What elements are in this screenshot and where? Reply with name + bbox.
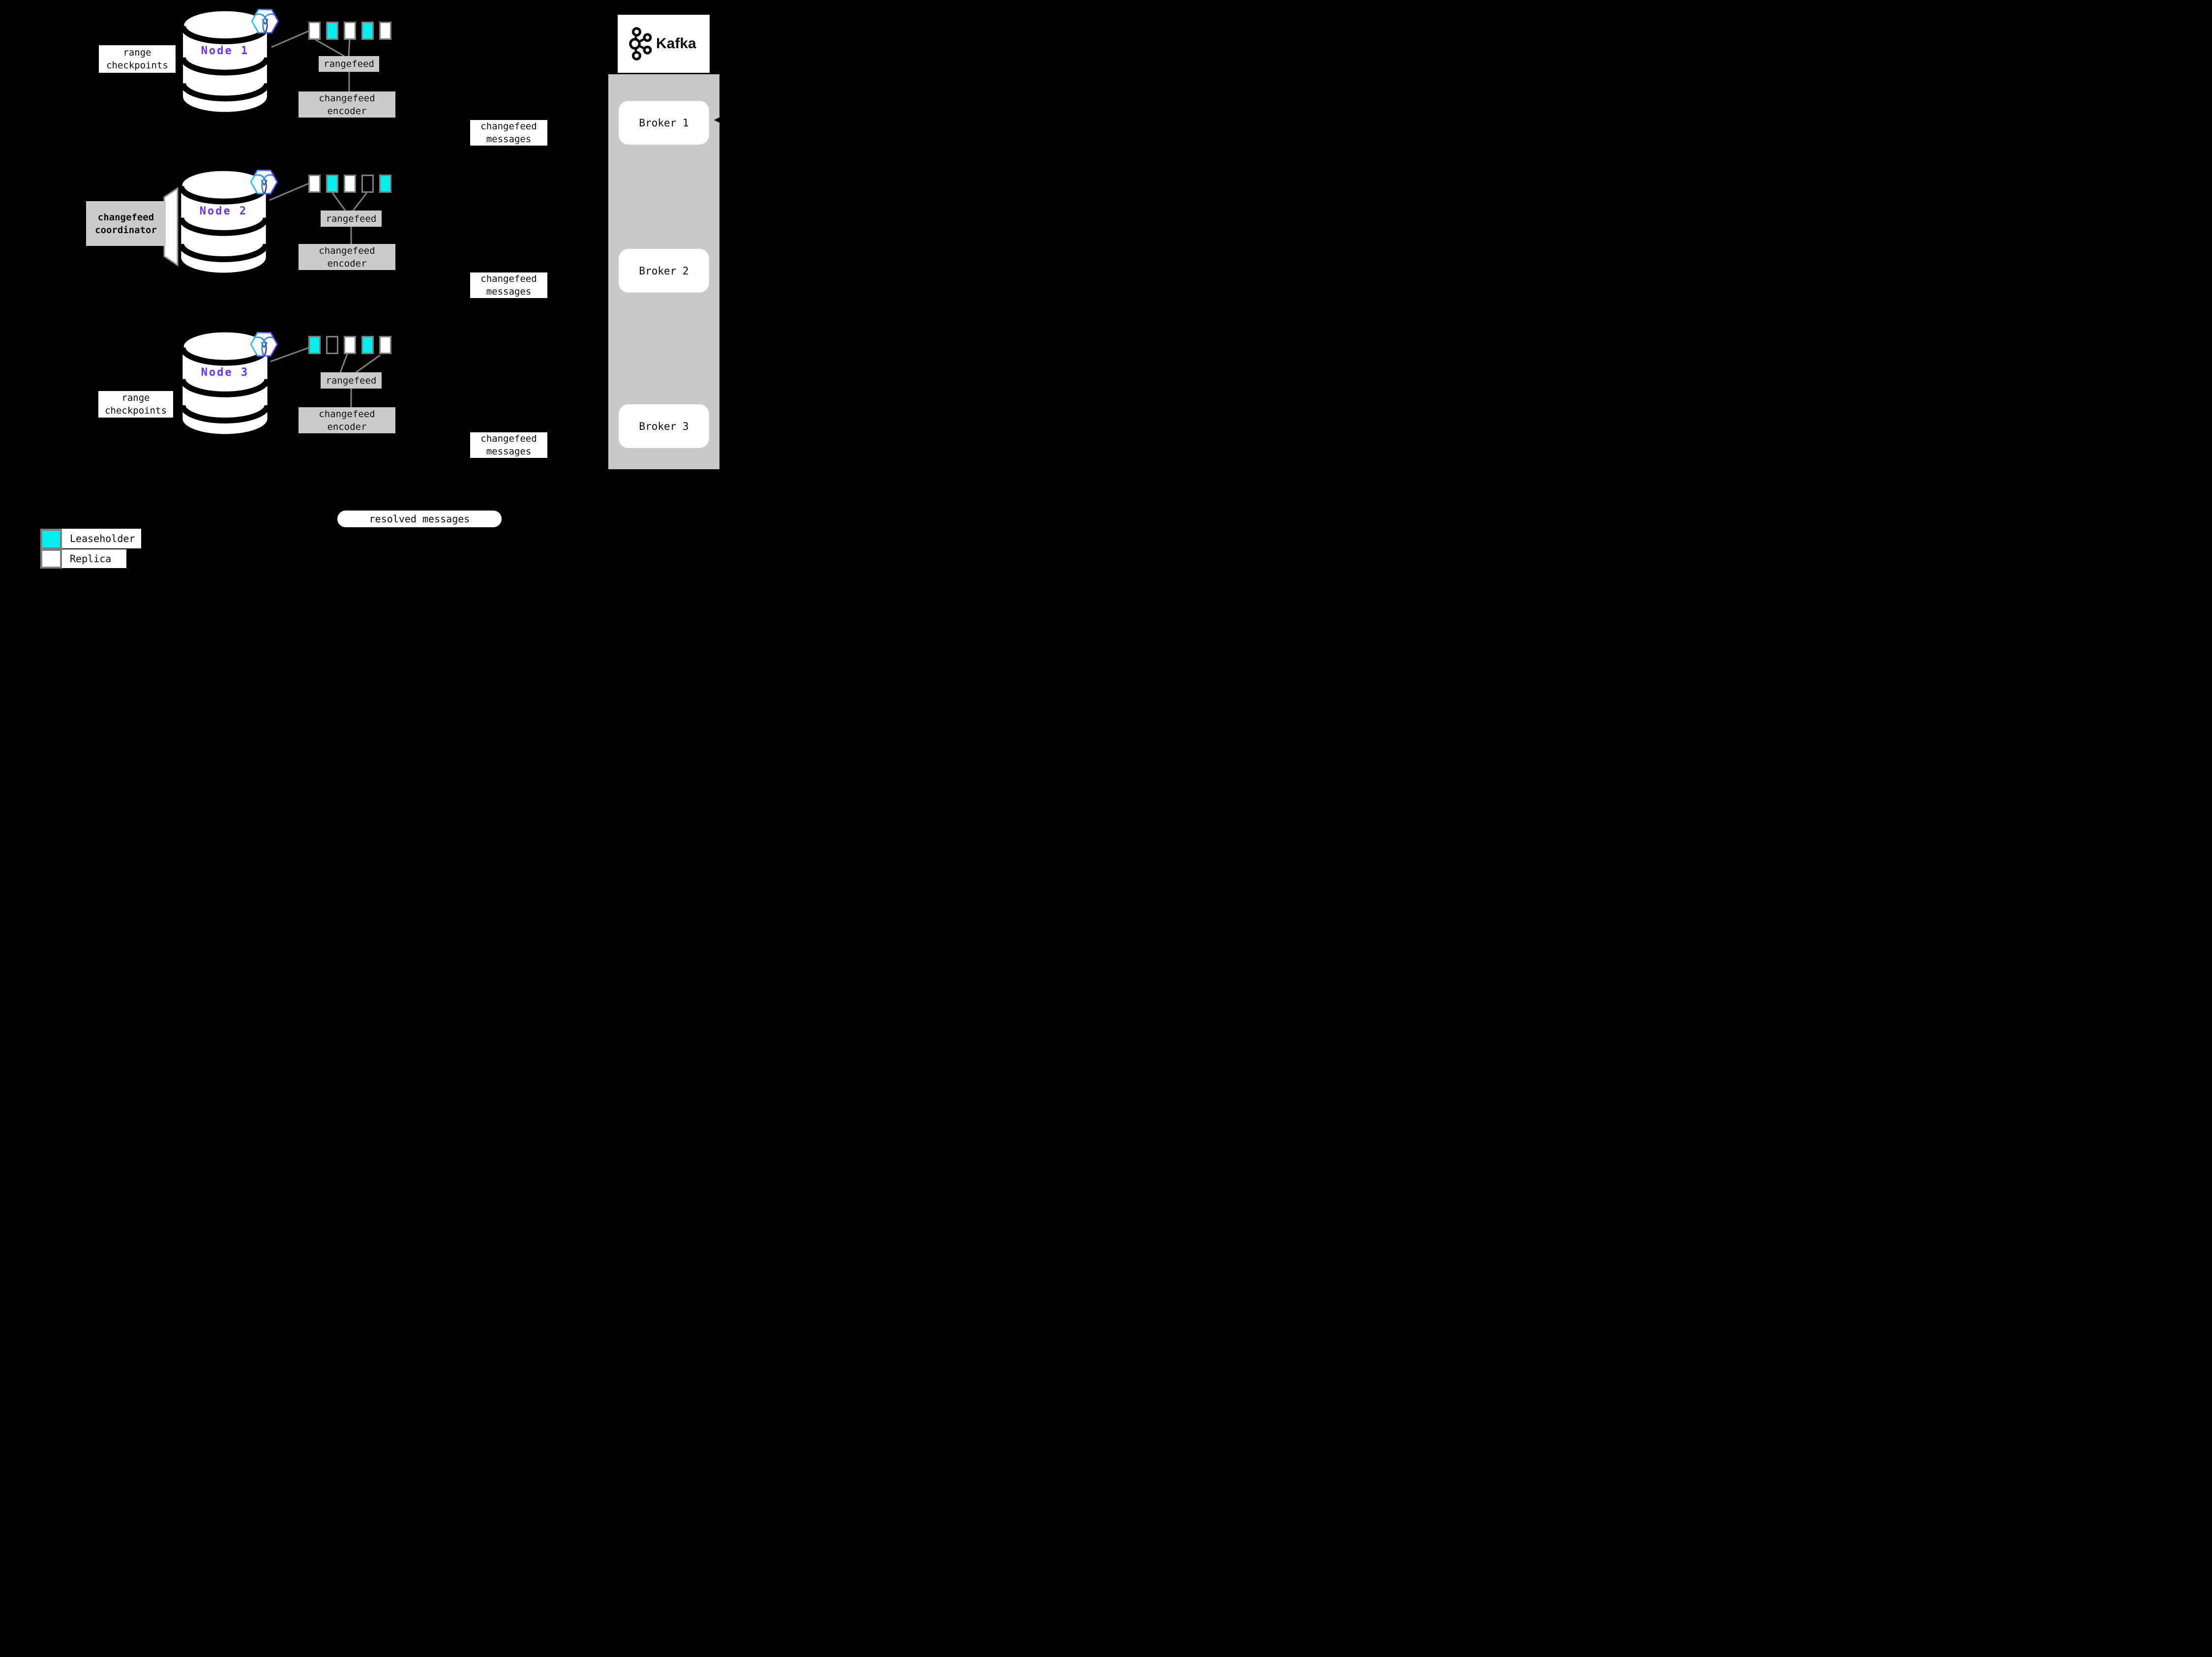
- checkpoints-line-1: range: [121, 392, 150, 403]
- rangefeed-box-1: rangefeed: [319, 56, 379, 72]
- range-row-node-1: [308, 22, 391, 40]
- broker-3: Broker 3: [619, 404, 709, 448]
- database-cylinder-icon: [179, 330, 270, 434]
- cockroachdb-logo-icon: [250, 332, 278, 357]
- broker-3-label: Broker 3: [639, 420, 689, 432]
- range-row-node-2: [308, 175, 391, 193]
- range-cell-replica: [344, 336, 356, 354]
- changefeed-messages-label-2: changefeed messages: [470, 272, 547, 298]
- range-cell-leaseholder: [361, 336, 374, 354]
- range-cell-replica: [344, 22, 356, 40]
- encoder-line-1: changefeed: [319, 408, 375, 420]
- node-2-label: Node 2: [199, 205, 248, 217]
- encoder-line-2: encoder: [327, 105, 367, 117]
- range-cell-replica: [344, 175, 356, 193]
- legend-leaseholder-label: Leaseholder: [62, 529, 141, 548]
- connector-lines: [163, 30, 381, 407]
- range-cell-leaseholder: [326, 175, 338, 193]
- kafka-logo-icon: [629, 27, 652, 60]
- changefeed-architecture-diagram: Node 1 Node 2 Node 3 rangefeed rangefeed…: [0, 0, 771, 577]
- cockroachdb-logo-icon: [251, 9, 279, 34]
- broker-1-label: Broker 1: [639, 117, 689, 129]
- messages-line-1: changefeed: [480, 121, 537, 132]
- legend-replica-swatch: [40, 549, 62, 569]
- range-checkpoints-label-1: range checkpoints: [99, 45, 176, 73]
- resolved-messages-text: resolved messages: [369, 513, 470, 525]
- encoder-line-1: changefeed: [319, 245, 375, 256]
- changefeed-messages-label-3: changefeed messages: [470, 432, 547, 458]
- messages-line-2: messages: [486, 286, 532, 297]
- range-cell-none: [326, 336, 338, 354]
- rangefeed-box-3: rangefeed: [321, 372, 382, 389]
- broker-2: Broker 2: [619, 249, 709, 293]
- messages-line-1: changefeed: [480, 273, 537, 284]
- legend-leaseholder-text: Leaseholder: [70, 533, 135, 544]
- range-cell-none: [361, 175, 374, 193]
- range-cell-replica: [379, 22, 391, 40]
- legend-replica-text: Replica: [70, 553, 112, 565]
- broker-1: Broker 1: [619, 101, 709, 145]
- range-cell-replica: [379, 336, 391, 354]
- range-cell-leaseholder: [361, 22, 374, 40]
- checkpoints-line-2: checkpoints: [106, 60, 168, 71]
- kafka-wordmark: Kafka: [656, 35, 696, 52]
- range-cell-leaseholder: [326, 22, 338, 40]
- legend-leaseholder-swatch: [40, 529, 62, 549]
- database-cylinder-icon: [178, 169, 269, 273]
- arrowhead-into-broker-1: [714, 116, 722, 124]
- messages-line-2: messages: [486, 446, 532, 457]
- changefeed-messages-label-1: changefeed messages: [470, 120, 547, 146]
- cockroachdb-logo-icon: [250, 170, 278, 195]
- changefeed-encoder-box-1: changefeed encoder: [299, 91, 395, 118]
- encoder-line-2: encoder: [327, 421, 367, 432]
- rangefeed-label: rangefeed: [324, 59, 374, 69]
- encoder-line-1: changefeed: [319, 92, 375, 104]
- range-checkpoints-label-2: range checkpoints: [98, 391, 173, 418]
- range-cell-replica: [308, 22, 321, 40]
- coordinator-line-1: changefeed: [97, 211, 154, 223]
- rangefeed-box-2: rangefeed: [321, 211, 382, 227]
- changefeed-encoder-box-3: changefeed encoder: [299, 407, 395, 433]
- kafka-broker-container: Broker 1 Broker 2 Broker 3: [608, 74, 719, 469]
- rangefeed-label: rangefeed: [326, 213, 377, 224]
- rangefeed-label: rangefeed: [326, 375, 377, 386]
- changefeed-coordinator-box: changefeed coordinator: [86, 201, 166, 246]
- messages-line-2: messages: [486, 134, 532, 145]
- node-3-label: Node 3: [201, 366, 249, 379]
- messages-line-1: changefeed: [480, 433, 537, 444]
- range-cell-leaseholder: [379, 175, 391, 193]
- range-cell-replica: [308, 175, 321, 193]
- coordinator-line-2: coordinator: [95, 224, 157, 236]
- changefeed-encoder-box-2: changefeed encoder: [299, 244, 395, 270]
- encoder-line-2: encoder: [327, 258, 367, 269]
- checkpoints-line-1: range: [123, 47, 151, 58]
- legend-replica-label: Replica: [62, 549, 126, 568]
- kafka-logo-box: Kafka: [618, 15, 710, 73]
- range-row-node-3: [308, 336, 391, 354]
- node-1-label: Node 1: [201, 45, 249, 57]
- resolved-messages-label: resolved messages: [337, 511, 502, 527]
- coordinator-flag-shape: [163, 187, 179, 267]
- range-cell-leaseholder: [308, 336, 321, 354]
- broker-2-label: Broker 2: [639, 265, 689, 277]
- checkpoints-line-2: checkpoints: [105, 405, 167, 416]
